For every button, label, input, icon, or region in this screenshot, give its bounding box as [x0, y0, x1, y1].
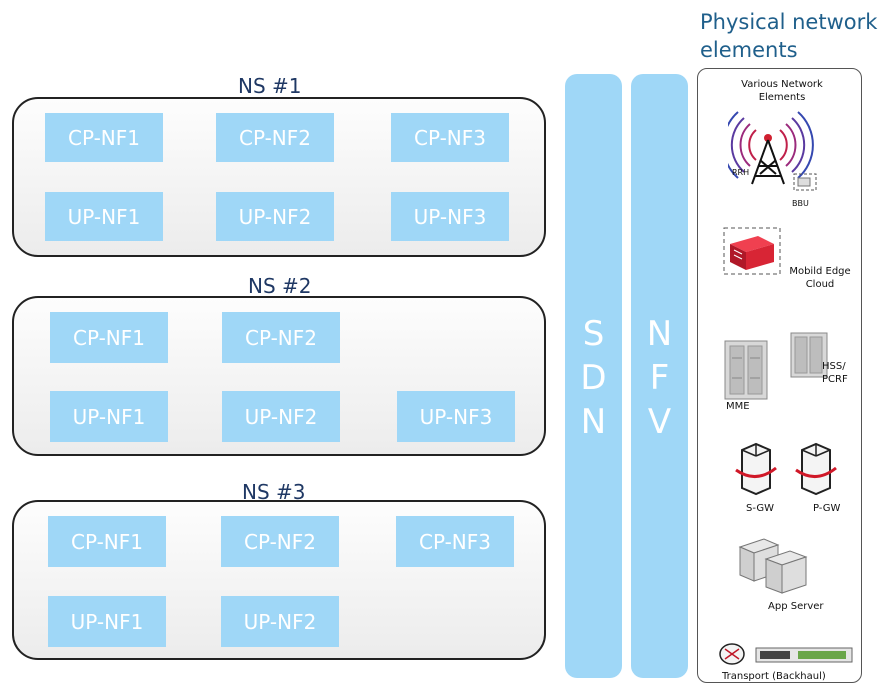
ns1-container: CP-NF1 CP-NF2 CP-NF3 UP-NF1 UP-NF2 UP-NF… — [12, 97, 546, 257]
ns1-up-nf2: UP-NF2 — [216, 192, 334, 241]
sdn-letter-s: S — [582, 314, 605, 354]
sgw-label: S-GW — [746, 503, 774, 514]
mme-server-icon — [724, 340, 768, 400]
ns3-up-nf2: UP-NF2 — [221, 596, 339, 647]
nfv-letter-f: F — [649, 358, 670, 398]
ns3-cp-nf3: CP-NF3 — [396, 516, 514, 567]
bbu-label: BBU — [792, 199, 809, 208]
hss-line2: PCRF — [822, 374, 848, 385]
rrh-label: RRH — [732, 168, 750, 177]
sgw-icon — [735, 442, 777, 496]
ns1-cp-nf3: CP-NF3 — [391, 113, 509, 162]
ns2-container: CP-NF1 CP-NF2 UP-NF1 UP-NF2 UP-NF3 — [12, 296, 546, 456]
ns2-up-nf2: UP-NF2 — [222, 391, 340, 442]
ns1-title: NS #1 — [238, 74, 302, 98]
physical-title-line1: Physical network — [700, 10, 878, 34]
ns2-cp-nf2: CP-NF2 — [222, 312, 340, 363]
physical-title: Physical network elements — [700, 8, 888, 64]
nfv-letter-v: V — [647, 402, 672, 442]
transport-router-icon — [719, 643, 853, 665]
ns1-cp-nf2: CP-NF2 — [216, 113, 334, 162]
ns1-cp-nf1: CP-NF1 — [45, 113, 163, 162]
antenna-tower-icon — [728, 111, 817, 191]
ns2-title: NS #2 — [248, 274, 312, 298]
pgw-label: P-GW — [813, 503, 841, 514]
ns2-cp-nf1: CP-NF1 — [50, 312, 168, 363]
various-label: Various Network Elements — [730, 78, 834, 104]
various-line2: Elements — [758, 92, 806, 103]
app-server-label: App Server — [768, 601, 824, 612]
hss-line1: HSS/ — [822, 361, 846, 372]
various-line1: Various Network — [741, 79, 823, 90]
nfv-letter-n: N — [646, 314, 673, 354]
ns1-up-nf1: UP-NF1 — [45, 192, 163, 241]
physical-title-line2: elements — [700, 38, 798, 62]
ns2-up-nf3: UP-NF3 — [397, 391, 515, 442]
nfv-column: N F V — [631, 74, 688, 678]
sdn-letter-d: D — [580, 358, 607, 398]
ns3-container: CP-NF1 CP-NF2 CP-NF3 UP-NF1 UP-NF2 — [12, 500, 546, 660]
transport-label: Transport (Backhaul) — [722, 671, 826, 682]
pgw-icon — [795, 442, 837, 496]
app-server-icon — [738, 538, 808, 594]
mec-line2: Cloud — [805, 279, 835, 290]
hss-label: HSS/ PCRF — [822, 360, 848, 386]
sdn-letter-n: N — [580, 402, 607, 442]
mobile-edge-server-icon — [723, 227, 781, 275]
ns3-up-nf1: UP-NF1 — [48, 596, 166, 647]
gateway-icons — [735, 442, 837, 496]
ns1-up-nf3: UP-NF3 — [391, 192, 509, 241]
sdn-column: S D N — [565, 74, 622, 678]
mec-label: Mobild Edge Cloud — [785, 265, 855, 291]
ns3-cp-nf1: CP-NF1 — [48, 516, 166, 567]
hss-server-icon — [790, 332, 828, 378]
mme-label: MME — [726, 401, 750, 412]
ns2-up-nf1: UP-NF1 — [50, 391, 168, 442]
ns3-cp-nf2: CP-NF2 — [221, 516, 339, 567]
mec-line1: Mobild Edge — [789, 266, 851, 277]
